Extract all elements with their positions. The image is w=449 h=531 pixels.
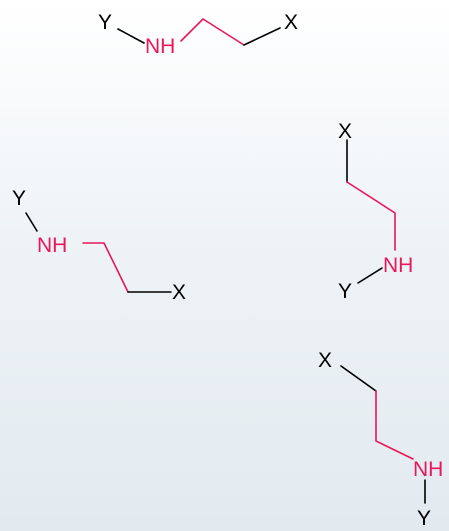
y-label: Y <box>98 11 112 34</box>
structure-3: X NH Y <box>338 120 413 303</box>
bond-y-n <box>117 28 145 44</box>
nh-label: NH <box>37 234 67 257</box>
bond-n-ch2-ch2 <box>180 18 245 46</box>
x-label: X <box>318 349 332 372</box>
structure-2: Y NH X <box>12 187 186 304</box>
bond-ch2-ch2-n <box>346 181 396 251</box>
x-label: X <box>172 281 186 304</box>
y-label: Y <box>338 280 352 303</box>
x-label: X <box>284 11 298 34</box>
x-label: X <box>338 120 352 143</box>
structure-1: Y NH X <box>98 11 298 58</box>
nh-label: NH <box>383 254 413 277</box>
y-label: Y <box>417 507 431 530</box>
bond-x-ch2 <box>340 365 377 392</box>
nh-label: NH <box>413 458 443 481</box>
bond-n-ch2-ch2 <box>82 242 129 293</box>
bond-ch2-ch2-n <box>375 390 414 460</box>
y-label: Y <box>12 187 26 210</box>
bond-y-n <box>25 212 38 232</box>
bond-n-y <box>357 267 383 284</box>
structure-4: X NH Y <box>318 349 443 530</box>
nh-label: NH <box>145 35 175 58</box>
bond-ch2-x <box>243 27 281 46</box>
